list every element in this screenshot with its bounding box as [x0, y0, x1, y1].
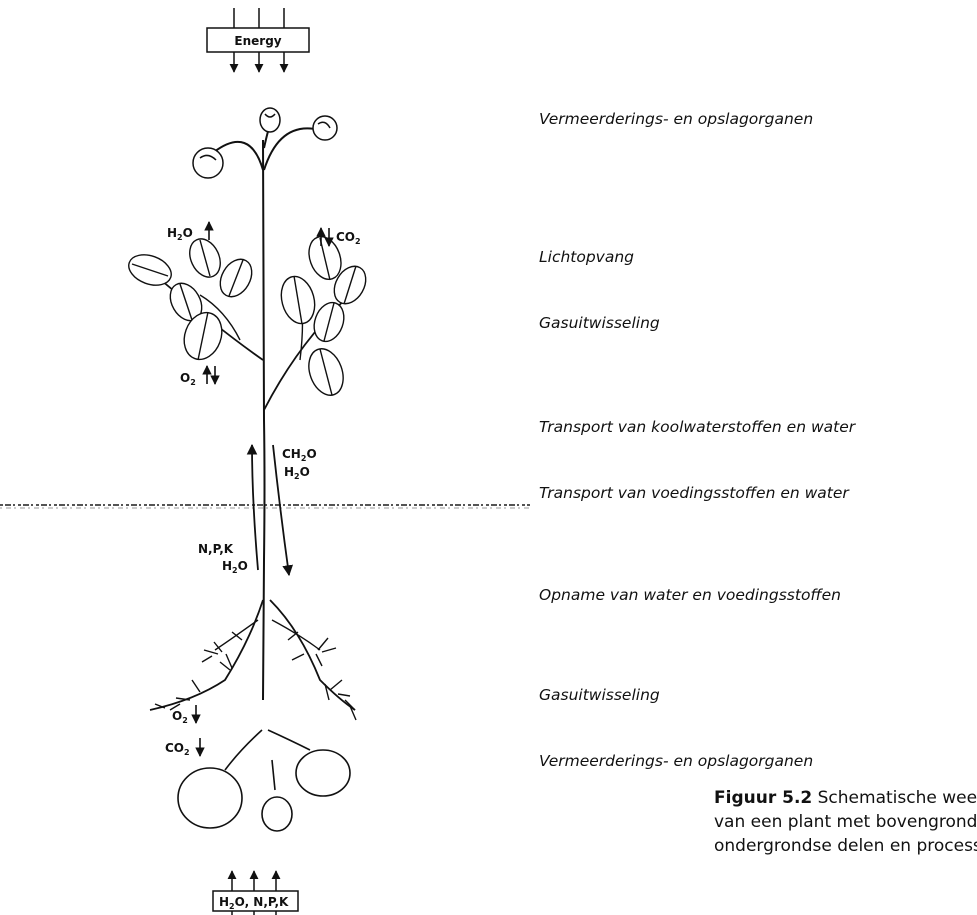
caption-line-2: van een plant met bovengrondse en [714, 810, 977, 834]
desc-nutrient-transport: Transport van voedingsstoffen en water [539, 484, 849, 502]
roots [150, 600, 356, 720]
desc-gas-exchange-top: Gasuitwisseling [539, 314, 660, 332]
leaves-left [125, 234, 263, 365]
h2o-top-label: H2O [167, 226, 193, 242]
o2-root-label: O2 [172, 709, 188, 725]
ch2o-label: CH2O [282, 447, 317, 463]
root-gas-arrows [196, 705, 200, 756]
desc-light-capture: Lichtopvang [539, 248, 634, 266]
desc-carbohydrate-transport: Transport van koolwaterstoffen en water [539, 418, 855, 436]
desc-uptake: Opname van water en voedingsstoffen [539, 586, 841, 604]
h2o-low-label: H2O [222, 559, 248, 575]
desc-reproduction-storage-bottom: Vermeerderings- en opslagorganen [539, 752, 813, 770]
tubers [178, 730, 350, 831]
figure-label: Figuur 5.2 [714, 788, 812, 808]
caption-line-3: ondergrondse delen en processen [714, 834, 977, 858]
caption-line-1: Schematische weergave [818, 788, 977, 808]
energy-label: Energy [234, 34, 281, 48]
co2-top-label: CO2 [336, 230, 361, 246]
co2-root-label: CO2 [165, 741, 190, 757]
o2-top-label: O2 [180, 371, 196, 387]
desc-reproduction-storage-top: Vermeerderings- en opslagorganen [539, 110, 813, 128]
figure-caption: Figuur 5.2 Schematische weergave van een… [714, 786, 977, 858]
npk-label: N,P,K [198, 542, 234, 556]
h2o-mid-label: H2O [284, 465, 310, 481]
desc-gas-exchange-bottom: Gasuitwisseling [539, 686, 660, 704]
leaves-right [264, 232, 372, 410]
plant-stem [214, 125, 320, 700]
